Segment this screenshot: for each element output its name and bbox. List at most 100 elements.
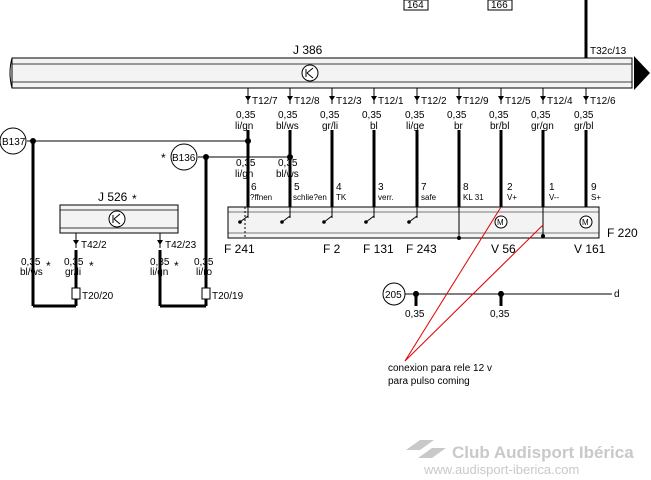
control-unit-icon <box>301 64 319 82</box>
svg-text:verr.: verr. <box>378 193 394 202</box>
svg-text:li/gn: li/gn <box>150 267 168 278</box>
svg-text:*: * <box>46 259 51 273</box>
svg-text:gr/li: gr/li <box>65 267 81 278</box>
audisport-logo-icon <box>406 440 446 458</box>
svg-text:T12/6: T12/6 <box>590 96 616 107</box>
svg-text:li/gn: li/gn <box>235 121 253 132</box>
j386-pin-6: T12/9 0,35 br <box>447 88 489 132</box>
svg-text:?ffnen: ?ffnen <box>250 193 272 202</box>
svg-text:gr/bl: gr/bl <box>574 121 593 132</box>
svg-text:TK: TK <box>336 193 347 202</box>
label-f2: F 2 <box>323 242 341 256</box>
svg-text:V--: V-- <box>549 193 560 202</box>
j386-pin-5: T12/2 0,35 li/ge <box>405 88 447 132</box>
annotation-line-text-1: conexion para rele 12 v <box>388 363 492 374</box>
j386-pin-2: T12/8 0,35 bl/ws <box>276 88 320 132</box>
bus-d-label: d <box>614 289 620 300</box>
svg-text:li/ro: li/ro <box>196 267 213 278</box>
ref-box-166 <box>487 0 513 11</box>
svg-text:T12/4: T12/4 <box>547 96 573 107</box>
switch-f243-icon <box>407 207 418 224</box>
watermark: Club Audisport Ibérica www.audisport-ibe… <box>406 440 634 477</box>
svg-text:0,35: 0,35 <box>489 110 509 121</box>
t32c-label: T32c/13 <box>590 46 627 57</box>
j386-label: J 386 <box>293 43 323 57</box>
j526-wire-4: 0,35 li/ro <box>194 157 214 288</box>
terminal-t20-20: T20/20 <box>71 287 114 306</box>
switch-f131-icon <box>364 207 375 224</box>
svg-text:li/ge: li/ge <box>406 121 425 132</box>
label-f243: F 243 <box>406 242 437 256</box>
continue-arrow-icon <box>634 56 650 90</box>
svg-text:0,35: 0,35 <box>21 257 41 268</box>
svg-text:bl/ws: bl/ws <box>276 121 299 132</box>
terminal-t20-19: T20/19 <box>201 287 244 306</box>
label-f220: F 220 <box>607 226 638 240</box>
svg-text:gr/gn: gr/gn <box>531 121 554 132</box>
label-f241: F 241 <box>224 242 255 256</box>
svg-text:M: M <box>582 218 589 227</box>
j526-unit-icon <box>108 210 126 228</box>
node-205-label: 205 <box>385 290 402 301</box>
svg-text:V+: V+ <box>507 193 517 202</box>
svg-text:T12/7: T12/7 <box>252 96 278 107</box>
svg-text:0,35: 0,35 <box>574 110 594 121</box>
svg-text:*: * <box>89 259 94 273</box>
svg-text:T12/3: T12/3 <box>336 96 362 107</box>
main-wires <box>246 130 588 207</box>
svg-text:T12/1: T12/1 <box>378 96 404 107</box>
svg-text:0,35: 0,35 <box>405 110 425 121</box>
ref-164: 164 <box>407 0 424 11</box>
svg-text:0,35: 0,35 <box>236 110 256 121</box>
svg-text:0,35: 0,35 <box>447 110 467 121</box>
svg-text:8: 8 <box>463 182 469 193</box>
svg-text:0,35: 0,35 <box>531 110 551 121</box>
svg-text:bl: bl <box>370 121 378 132</box>
svg-text:2: 2 <box>507 182 513 193</box>
svg-text:T20/19: T20/19 <box>212 291 244 302</box>
svg-text:T12/2: T12/2 <box>421 96 447 107</box>
j386-pin-8: T12/4 0,35 gr/gn <box>531 88 573 132</box>
node-b136 <box>170 143 198 171</box>
motor-v56-icon: M <box>494 215 508 229</box>
svg-text:T12/8: T12/8 <box>294 96 320 107</box>
j526-star: * <box>132 192 137 206</box>
j526-wire-2: 0,35 gr/li * <box>64 250 94 288</box>
svg-text:M: M <box>497 218 504 227</box>
svg-text:0,35: 0,35 <box>320 110 340 121</box>
watermark-title: Club Audisport Ibérica <box>452 443 634 462</box>
j386-pin-3: T12/3 0,35 gr/li <box>320 88 362 132</box>
switch-5-icon <box>280 207 291 224</box>
svg-text:0,35: 0,35 <box>362 110 382 121</box>
svg-text:3: 3 <box>378 182 384 193</box>
svg-text:br: br <box>454 121 464 132</box>
wire-color-lower-1: li/gn <box>235 169 253 180</box>
ground-gauge-2: 0,35 <box>490 309 510 320</box>
j526-pin-2: T42/23 <box>165 240 197 251</box>
j526-wire-3: 0,35 li/gn * <box>150 250 179 306</box>
ref-box-164 <box>403 0 429 11</box>
f220-pin-labels: 6 ?ffnen 5 schlie?en 4 TK 3 verr. 7 safe… <box>250 182 601 202</box>
j386-pin-4: T12/1 0,35 bl <box>362 88 404 132</box>
svg-text:br/bl: br/bl <box>490 121 509 132</box>
svg-text:*: * <box>174 259 179 273</box>
annotation-line-2 <box>404 224 544 362</box>
j526-wire-1: 0,35 bl/ws * <box>20 141 51 306</box>
label-f131: F 131 <box>363 242 394 256</box>
svg-text:0,35: 0,35 <box>150 257 170 268</box>
svg-text:0,35: 0,35 <box>278 110 298 121</box>
svg-text:gr/li: gr/li <box>322 121 338 132</box>
wire-gauge-lower-2: 0,35 <box>278 158 298 169</box>
annotation-line-1 <box>404 206 502 362</box>
svg-text:9: 9 <box>591 182 597 193</box>
j386-module <box>11 57 633 89</box>
b136-star: * <box>161 151 166 165</box>
j386-pin-1: T12/7 0,35 li/gn <box>235 88 278 132</box>
svg-text:T12/5: T12/5 <box>505 96 531 107</box>
label-v56: V 56 <box>491 242 516 256</box>
node-b137 <box>0 127 27 155</box>
svg-text:5: 5 <box>294 182 300 193</box>
j526-pin-1: T42/2 <box>81 240 107 251</box>
j526-label: J 526 <box>98 190 128 204</box>
svg-text:0,35: 0,35 <box>194 257 214 268</box>
